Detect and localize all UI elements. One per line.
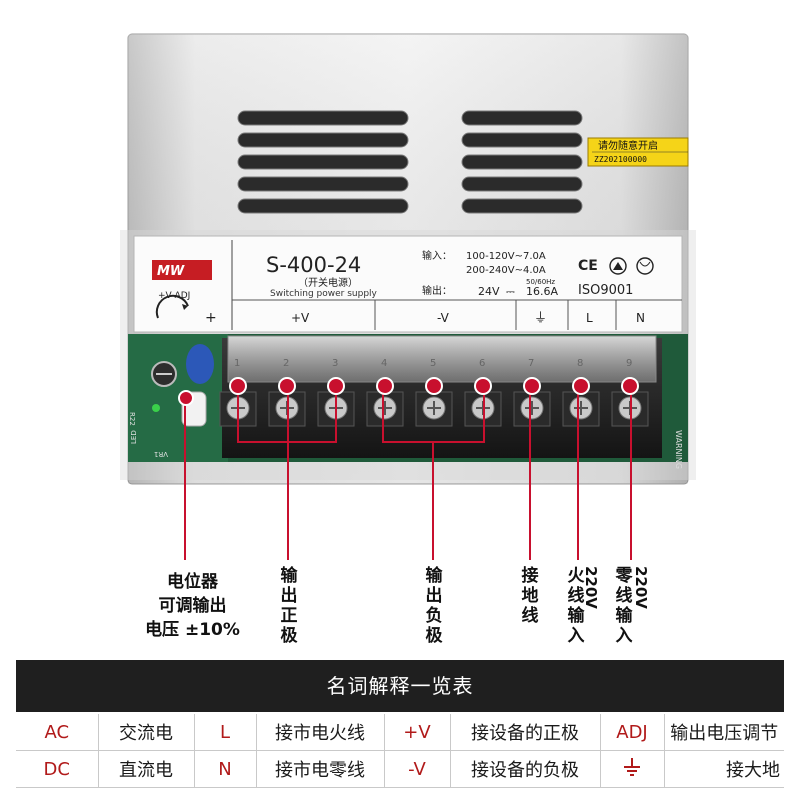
glossary-cell: 接大地 [664,750,784,788]
glossary-cell: N [194,750,257,788]
ground-callout: 接地线 [521,566,539,626]
terminal-number: 1 [234,358,240,369]
blue-capacitor [186,344,214,384]
svg-text:⏚: ⏚ [534,311,547,326]
svg-text:LED: LED [130,430,138,444]
live-input-callout: 火线输入 [567,566,585,646]
glossary-cell: 交流电 [98,714,195,751]
svg-text:MW: MW [157,264,185,279]
positive-output-callout: 输出正极 [280,566,298,646]
svg-text:请勿随意开启: 请勿随意开启 [598,139,658,152]
svg-text:R22: R22 [128,412,136,426]
svg-text:200-240V~4.0A: 200-240V~4.0A [466,265,546,276]
brand-logo [152,260,212,280]
svg-text:+: + [205,310,217,326]
neutral-voltage-label: 220V [632,566,650,609]
glossary-cell: 接设备的负极 [450,750,601,788]
glossary-cell: +V [384,714,451,751]
glossary-cell: 直流电 [98,750,195,788]
svg-text:+V: +V [291,311,310,325]
live-voltage-label: 220V [582,566,600,609]
glossary-cell: 接市电火线 [256,714,385,751]
terminal-number: 5 [430,358,436,369]
svg-text:-V: -V [437,311,450,325]
glossary-cell: ADJ [600,714,665,751]
callout-lines [184,386,632,560]
terminal-4: 4 [366,358,404,427]
glossary-cell: DC [16,750,99,788]
pot-callout-dot [178,390,194,406]
terminal-number: 4 [381,358,387,369]
svg-text:100-120V~7.0A: 100-120V~7.0A [466,251,546,262]
svg-text:WARNING: WARNING [674,430,683,469]
vent-slots-right [461,110,583,214]
glossary-cell: AC [16,714,99,751]
terminal-5: 5 [415,358,453,427]
svg-text:（开关电源）: （开关电源） [298,276,358,289]
terminal-callout-dot [376,377,394,395]
svg-text:S-400-24: S-400-24 [266,253,361,277]
terminal-number: 8 [577,358,583,369]
terminal-callout-dot [327,377,345,395]
terminal-callout-dot [523,377,541,395]
terminal-callout-dot [474,377,492,395]
cert-mark-2 [636,257,654,275]
glossary-cell: 输出电压调节 [664,714,784,751]
svg-text:50/60Hz: 50/60Hz [526,278,555,286]
terminal-callout-dot [572,377,590,395]
terminal-number: 6 [479,358,485,369]
svg-text:⎓: ⎓ [506,285,515,298]
terminal-callout-dot [621,377,639,395]
svg-text:ISO9001: ISO9001 [578,283,633,298]
potentiometer-callout: 电位器 可调输出 电压 ±10% [145,572,240,640]
cert-mark-1 [609,257,627,275]
svg-text:输入：: 输入： [422,249,452,262]
svg-text:24V: 24V [478,285,500,298]
svg-text:ZZ202100000: ZZ202100000 [594,155,647,164]
glossary-cell: L [194,714,257,751]
ce-mark: CE [578,258,598,274]
negative-output-callout: 输出负极 [425,566,443,646]
vent-slots-left [237,110,409,214]
glossary-title: 名词解释一览表 [16,660,784,712]
svg-text:16.6A: 16.6A [526,285,558,298]
terminal-7: 7 [513,358,551,427]
svg-text:N: N [636,311,645,325]
terminal-number: 7 [528,358,534,369]
terminal-number: 3 [332,358,338,369]
glossary-cell: 接市电零线 [256,750,385,788]
svg-text:VR1: VR1 [154,450,168,458]
power-supply-illustration: 请勿随意开启 ZZ202100000 MW +V ADJ + S-400-24 … [120,33,696,560]
neutral-input-callout: 零线输入 [615,566,633,646]
terminal-number: 9 [626,358,632,369]
terminal-callout-dot [425,377,443,395]
svg-text:输出：: 输出： [422,284,452,297]
glossary-cell: -V [384,750,451,788]
ground-symbol-icon [600,750,665,788]
terminal-cover [227,335,657,383]
label-plate [133,235,683,333]
svg-text:L: L [586,311,593,325]
green-led [152,404,160,412]
terminal-number: 2 [283,358,289,369]
svg-text:Switching power supply: Switching power supply [270,289,378,299]
terminal-callout-dot [278,377,296,395]
glossary-cell: 接设备的正极 [450,714,601,751]
terminal-callout-dot [229,377,247,395]
